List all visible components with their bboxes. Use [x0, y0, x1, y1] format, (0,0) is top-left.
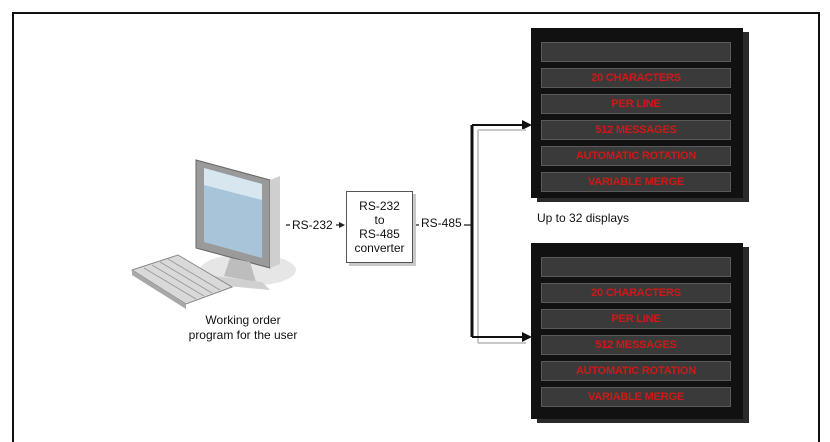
- converter-line-3: RS-485: [359, 227, 400, 241]
- display-row: 512 MESSAGES: [541, 120, 731, 140]
- display-row: PER LINE: [541, 309, 731, 329]
- rs485-label: RS-485: [419, 216, 464, 230]
- display-row: 20 CHARACTERS: [541, 68, 731, 88]
- display-row: [541, 257, 731, 277]
- display-row: VARIABLE MERGE: [541, 172, 731, 192]
- converter-line-2: to: [374, 213, 385, 227]
- computer-caption-line-1: Working order: [205, 313, 281, 327]
- display-row: AUTOMATIC ROTATION: [541, 361, 731, 381]
- computer-caption-line-2: program for the user: [188, 328, 298, 342]
- display-row: PER LINE: [541, 94, 731, 114]
- display-row: VARIABLE MERGE: [541, 387, 731, 407]
- rs232-label: RS-232: [290, 218, 335, 232]
- converter-line-4: converter: [354, 241, 405, 255]
- display-board-bottom: 20 CHARACTERS PER LINE 512 MESSAGES AUTO…: [531, 243, 743, 419]
- display-row: [541, 42, 731, 62]
- computer-caption: Working order program for the user: [168, 313, 318, 343]
- computer-icon: [130, 159, 296, 309]
- displays-caption: Up to 32 displays: [537, 211, 630, 225]
- display-row: 512 MESSAGES: [541, 335, 731, 355]
- keyboard-icon: [130, 254, 234, 309]
- display-row: 20 CHARACTERS: [541, 283, 731, 303]
- display-board-top: 20 CHARACTERS PER LINE 512 MESSAGES AUTO…: [531, 28, 743, 198]
- diagram-graphics: [130, 120, 532, 344]
- display-row: AUTOMATIC ROTATION: [541, 146, 731, 166]
- converter-box: RS-232 to RS-485 converter: [346, 191, 413, 263]
- diagram-frame: [12, 12, 820, 442]
- converter-line-1: RS-232: [359, 199, 400, 213]
